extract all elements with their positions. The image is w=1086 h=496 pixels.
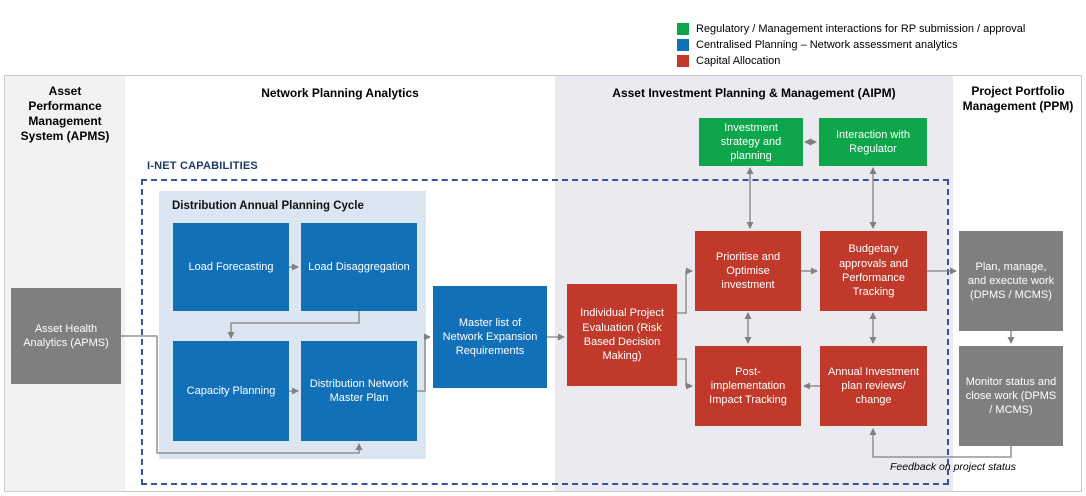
legend-label-centralised-planning: Centralised Planning – Network assessmen… (696, 39, 958, 51)
diagram-body: Asset Performance Management System (APM… (4, 75, 1082, 492)
legend-item-capital-allocation: Capital Allocation (677, 53, 1025, 69)
legend: Regulatory / Management interactions for… (677, 21, 1025, 69)
legend-label-capital-allocation: Capital Allocation (696, 55, 781, 67)
project-evaluation-box: Individual Project Evaluation (Risk Base… (567, 284, 677, 386)
prioritise-investment-box: Prioritise and Optimise investment (695, 231, 801, 311)
legend-swatch-green (677, 23, 689, 35)
legend-item-centralised-planning: Centralised Planning – Network assessmen… (677, 37, 1025, 53)
capacity-planning-box: Capacity Planning (173, 341, 289, 441)
post-implementation-box: Post-implementation Impact Tracking (695, 346, 801, 426)
legend-swatch-red (677, 55, 689, 67)
monitor-status-box: Monitor status and close work (DPMS / MC… (959, 346, 1063, 446)
header-aipm: Asset Investment Planning & Management (… (612, 86, 896, 100)
legend-label-regulatory: Regulatory / Management interactions for… (696, 23, 1026, 35)
network-master-plan-box: Distribution Network Master Plan (301, 341, 417, 441)
load-disaggregation-box: Load Disaggregation (301, 223, 417, 311)
legend-item-regulatory: Regulatory / Management interactions for… (677, 21, 1025, 37)
regulator-interaction-box: Interaction with Regulator (819, 118, 927, 166)
band-apms (5, 76, 125, 491)
header-apms: Asset Performance Management System (APM… (20, 84, 110, 143)
asset-health-analytics-box: Asset Health Analytics (APMS) (11, 288, 121, 384)
inet-capabilities-label: I-NET CAPABILITIES (147, 160, 258, 172)
header-ppm: Project Portfolio Management (PPM) (962, 84, 1074, 113)
legend-swatch-blue (677, 39, 689, 51)
investment-strategy-box: Investment strategy and planning (699, 118, 803, 166)
feedback-annotation: Feedback on project status (889, 461, 1017, 473)
budgetary-approvals-box: Budgetary approvals and Performance Trac… (820, 231, 927, 311)
inet-capabilities-region (141, 179, 949, 485)
plan-manage-execute-box: Plan, manage, and execute work (DPMS / M… (959, 231, 1063, 331)
master-list-box: Master list of Network Expansion Require… (433, 286, 547, 388)
load-forecasting-box: Load Forecasting (173, 223, 289, 311)
header-network-planning-analytics: Network Planning Analytics (261, 86, 419, 100)
annual-review-box: Annual Investment plan reviews/ change (820, 346, 927, 426)
planning-cycle-title: Distribution Annual Planning Cycle (172, 200, 364, 212)
